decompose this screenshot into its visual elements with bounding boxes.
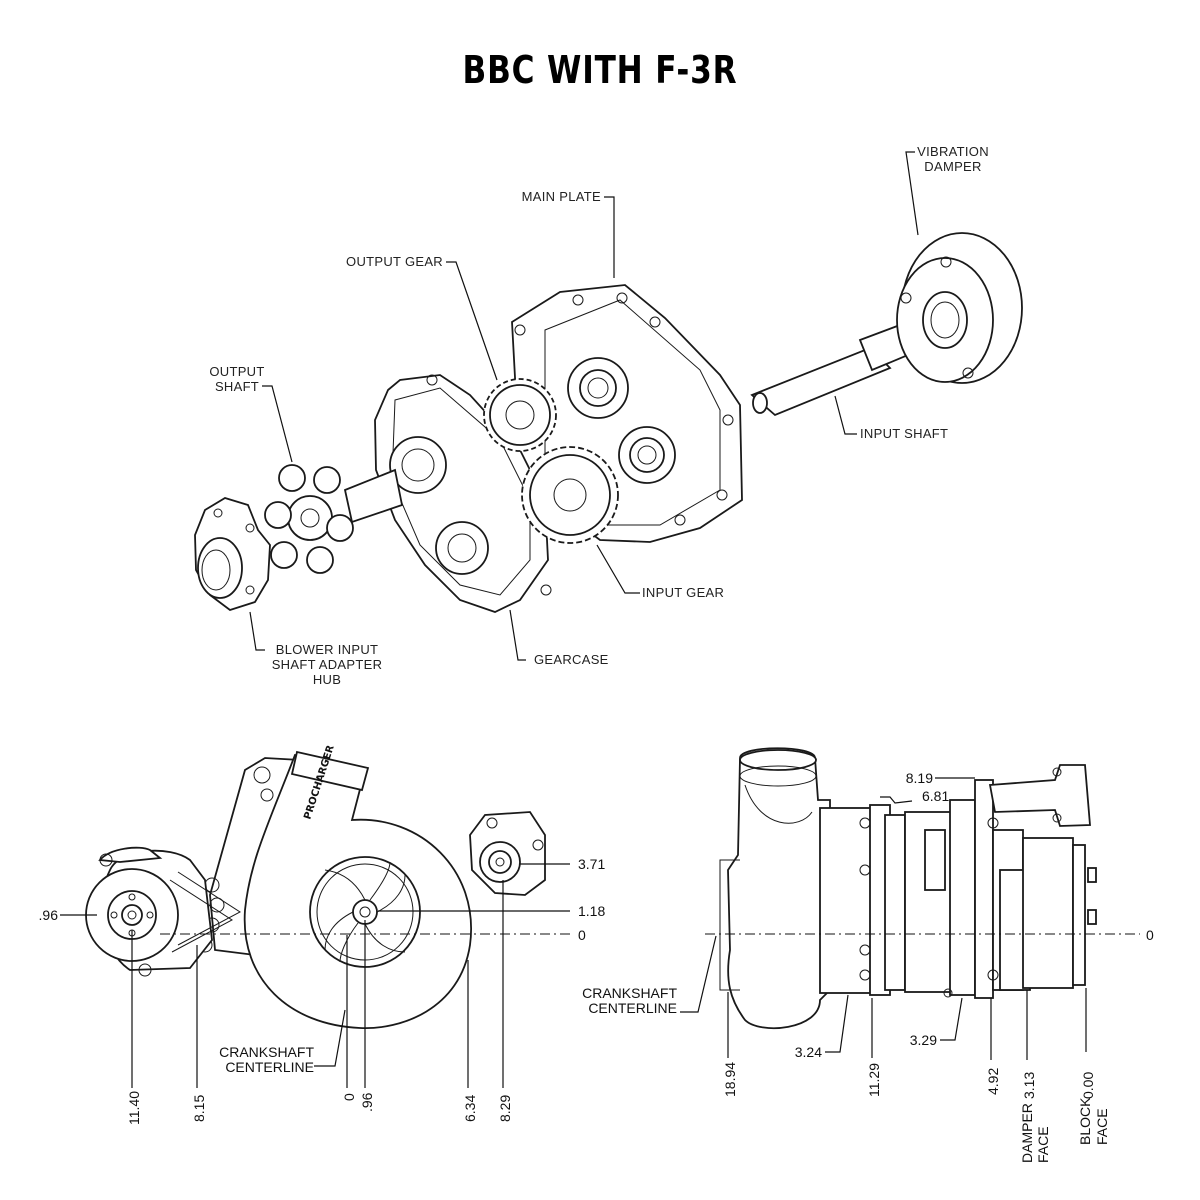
label-output-shaft-2: SHAFT xyxy=(215,379,259,394)
damper-face-label-1: DAMPER xyxy=(1019,1103,1035,1163)
input-shaft-part xyxy=(750,323,910,417)
side-crankshaft-label-2: CENTERLINE xyxy=(588,1000,677,1016)
dim-side-324: 3.24 xyxy=(795,1044,822,1060)
block-face-label-1: BLOCK xyxy=(1077,1097,1093,1145)
dim-front-118: 1.18 xyxy=(578,903,605,919)
label-vibration-damper-1: VIBRATION xyxy=(917,144,989,159)
front-crankshaft-label-2: CENTERLINE xyxy=(225,1059,314,1075)
label-main-plate: MAIN PLATE xyxy=(522,189,601,204)
label-vibration-damper-2: DAMPER xyxy=(924,159,981,174)
label-input-gear: INPUT GEAR xyxy=(642,585,724,600)
dim-front-829: 8.29 xyxy=(497,1095,513,1122)
dim-side-681: 6.81 xyxy=(922,788,949,804)
damper-face-label-2: FACE xyxy=(1035,1126,1051,1163)
exploded-view: VIBRATION DAMPER MAIN PLATE OUTPUT GEAR … xyxy=(194,144,1023,687)
label-input-shaft: INPUT SHAFT xyxy=(860,426,948,441)
page-title: BBC WITH F-3R xyxy=(462,48,738,92)
dim-front-634: 6.34 xyxy=(462,1095,478,1122)
dim-front-b96: .96 xyxy=(359,1092,375,1112)
label-output-shaft-1: OUTPUT xyxy=(209,364,264,379)
dim-front-0: 0 xyxy=(578,927,586,943)
label-blower-hub-1: BLOWER INPUT xyxy=(276,642,379,657)
dim-side-1894: 18.94 xyxy=(722,1062,738,1097)
input-gear-part xyxy=(521,446,619,544)
block-face-label-2: FACE xyxy=(1094,1108,1110,1145)
vibration-damper-part xyxy=(896,232,1023,384)
dim-side-1129: 11.29 xyxy=(866,1063,882,1097)
dim-side-819: 8.19 xyxy=(906,770,933,786)
dim-side-000: 0.00 xyxy=(1080,1072,1096,1099)
dim-side-329: 3.29 xyxy=(910,1032,937,1048)
side-crankshaft-label-1: CRANKSHAFT xyxy=(582,985,677,1001)
dim-front-b0: 0 xyxy=(341,1093,357,1101)
blower-hub-part xyxy=(194,497,271,611)
label-blower-hub-3: HUB xyxy=(313,672,341,687)
front-view: PROCHARGER .96 3.71 1.18 0 11.40 8.15 0 xyxy=(39,744,606,1125)
dim-front-1140: 11.40 xyxy=(126,1091,142,1125)
dim-front-371: 3.71 xyxy=(578,856,605,872)
side-view: 8.19 6.81 0 3.24 3.29 CRANKSHAFT CENTERL… xyxy=(582,747,1154,1163)
dim-front-815: 8.15 xyxy=(191,1095,207,1122)
dim-side-0: 0 xyxy=(1146,927,1154,943)
label-output-gear: OUTPUT GEAR xyxy=(346,254,443,269)
output-gear-part xyxy=(483,378,557,452)
label-blower-hub-2: SHAFT ADAPTER xyxy=(272,657,383,672)
front-crankshaft-label-1: CRANKSHAFT xyxy=(219,1044,314,1060)
dim-side-313: 3.13 xyxy=(1021,1072,1037,1099)
output-shaft-part xyxy=(264,464,404,574)
dim-side-492: 4.92 xyxy=(985,1068,1001,1095)
dim-front-left-96: .96 xyxy=(39,907,59,923)
label-gearcase: GEARCASE xyxy=(534,652,609,667)
